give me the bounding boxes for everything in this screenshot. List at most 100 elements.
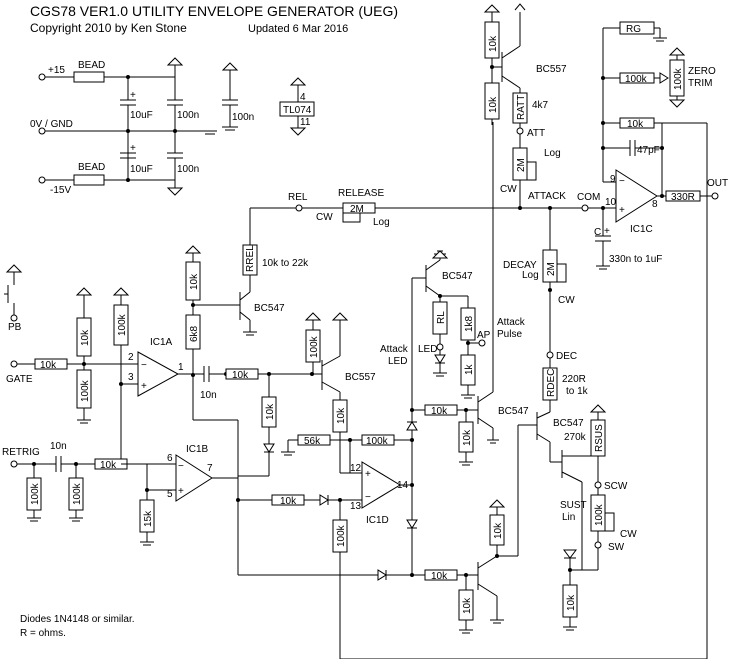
att-label: ATT (527, 128, 545, 139)
c2-value: 10uF (130, 164, 153, 175)
ic1a-plus: + (141, 381, 147, 392)
gnd-label: 0V / GND (30, 119, 73, 130)
release-log: Log (373, 217, 390, 228)
minus15-label: -15V (50, 185, 71, 196)
c5-value: 100n (232, 112, 254, 123)
attack-cw: CW (500, 184, 517, 195)
ic1d-feedback: 56k 100k (281, 434, 412, 473)
a-output-pull: 10k 6k8 (184, 245, 224, 375)
rel-terminal (295, 204, 303, 212)
fb-100k-value: 100k (366, 436, 389, 447)
note-diodes: Diodes 1N4148 or similar. (20, 614, 135, 625)
lower-bus: 10k 10k 10k (238, 424, 707, 659)
tl074-label: TL074 (283, 105, 312, 116)
rg-label: RG (626, 24, 641, 35)
q2-collector-value: 10k (336, 407, 347, 424)
plus15-terminal (38, 73, 46, 81)
gate-label: GATE (6, 374, 33, 385)
ic1a-minus: − (141, 360, 147, 371)
ap-label: AP (477, 330, 491, 341)
q3-base-value: 10k (431, 406, 448, 417)
retrig-gnd2-value: 100k (72, 482, 83, 505)
q-bc557-a-label: BC557 (345, 372, 376, 383)
ap-terminal (478, 339, 486, 347)
ic1c-label: IC1C (630, 224, 653, 235)
ic1c-pin10: 10 (605, 197, 617, 208)
rdec-range-2: to 1k (566, 386, 589, 397)
c2-plus: + (130, 143, 136, 154)
rrel-label: RREL (245, 245, 256, 272)
cap-10n-b-label: 10n (50, 441, 67, 452)
rrel-range: 10k to 22k (262, 258, 309, 269)
out-terminal[interactable] (711, 192, 719, 200)
decay-section: 2M DECAY Log CW DEC RDEC 220R to 1k BC54… (503, 206, 589, 462)
retrig-terminal[interactable] (10, 460, 18, 468)
attack-log: Log (544, 148, 561, 159)
cap-10n-a-label: 10n (200, 390, 217, 401)
gnd-terminal (38, 127, 46, 135)
minus15-terminal (38, 176, 46, 184)
release-pot (342, 202, 376, 214)
scw-terminal (594, 481, 602, 489)
sust-label: SUST (560, 500, 587, 511)
retrig-gnd1-value: 100k (30, 482, 41, 505)
gate-terminal[interactable] (10, 360, 18, 368)
cap-c-plus: + (604, 226, 610, 237)
sust-gnd-value: 10k (566, 594, 577, 611)
q-bc547-mid-label: BC547 (498, 406, 529, 417)
rsus-label: RSUS (594, 424, 605, 452)
cap-c-range: 330n to 1uF (609, 254, 662, 265)
dec-label: DEC (556, 351, 577, 362)
pb-gate-input: PB GATE 10k 10k 100k 100k (4, 264, 138, 464)
rel-label: REL (288, 192, 308, 203)
power-supply-section: +15 0V / GND -15V BEAD BEAD + + 10uF 10u… (30, 57, 315, 196)
release-cw: CW (316, 212, 333, 223)
ic1d-pin13: 13 (350, 501, 362, 512)
bead-bottom (73, 174, 105, 186)
q5-pull-value: 10k (493, 522, 504, 539)
q5-pull-resistor (489, 514, 505, 546)
ic1c-pin9: 9 (610, 174, 616, 185)
fb-56k-value: 56k (304, 436, 321, 447)
release-label: RELEASE (338, 188, 384, 199)
attack-pot-value: 2M (516, 158, 527, 172)
diagram-title: CGS78 VER1.0 UTILITY ENVELOPE GENERATOR … (30, 3, 398, 19)
ic1b-pin5: 5 (167, 489, 173, 500)
ic1d-plus: + (365, 469, 371, 480)
ic1b-pin6: 6 (167, 453, 173, 464)
bead-top-label: BEAD (78, 60, 105, 71)
decay-label: DECAY (503, 260, 537, 271)
gate-gnd-value: 100k (80, 379, 91, 402)
com-terminal (581, 204, 589, 212)
rrel-section: RREL 10k to 22k BC547 (224, 244, 309, 336)
rsus-value: 270k (564, 432, 587, 443)
attack-led-section: BC547 RL LED Attack LED 1k8 AP Attack Pu… (380, 250, 526, 410)
retrig-in-value: 10k (100, 460, 117, 471)
ic1d-pin12: 12 (350, 463, 362, 474)
q5-gnd-value: 10k (462, 597, 473, 614)
rdec-label: RDEC (546, 369, 557, 397)
sw-terminal (594, 541, 602, 549)
pb-label: PB (8, 322, 22, 333)
rdec-range-1: 220R (562, 374, 586, 385)
d-gnd-value: 100k (336, 524, 347, 547)
attack-led-2: LED (388, 356, 407, 367)
decay-log: Log (522, 270, 539, 281)
ic1b-label: IC1B (186, 444, 209, 455)
led-gnd-value: 1k (464, 363, 475, 375)
release-pot-value: 2M (350, 204, 364, 215)
ic1b-opamp: IC1B − + 6 5 7 15k 10k 100k (121, 420, 362, 659)
sust-pot-value: 100k (594, 503, 605, 526)
attack-chain: 10k 10k BC557 RATT 4k7 ATT 2M Log CW ATT… (483, 3, 567, 210)
ic1c-pin8: 8 (652, 199, 658, 210)
tl074-pin11: 11 (300, 117, 311, 128)
a-bias-value: 100k (117, 313, 128, 336)
trim-label: TRIM (688, 78, 712, 89)
lin-label: Lin (562, 512, 575, 523)
retrig-input: RETRIG 10n 100k 100k 10k (2, 441, 168, 522)
out-resistor-value: 330R (671, 192, 695, 203)
led-terminal (436, 343, 444, 351)
a-pull-value: 6k8 (189, 325, 200, 342)
ic1c-section: COM C + 330n to 1uF IC1C − + 9 10 8 330R… (577, 21, 728, 659)
zero-label: ZERO (688, 66, 716, 77)
